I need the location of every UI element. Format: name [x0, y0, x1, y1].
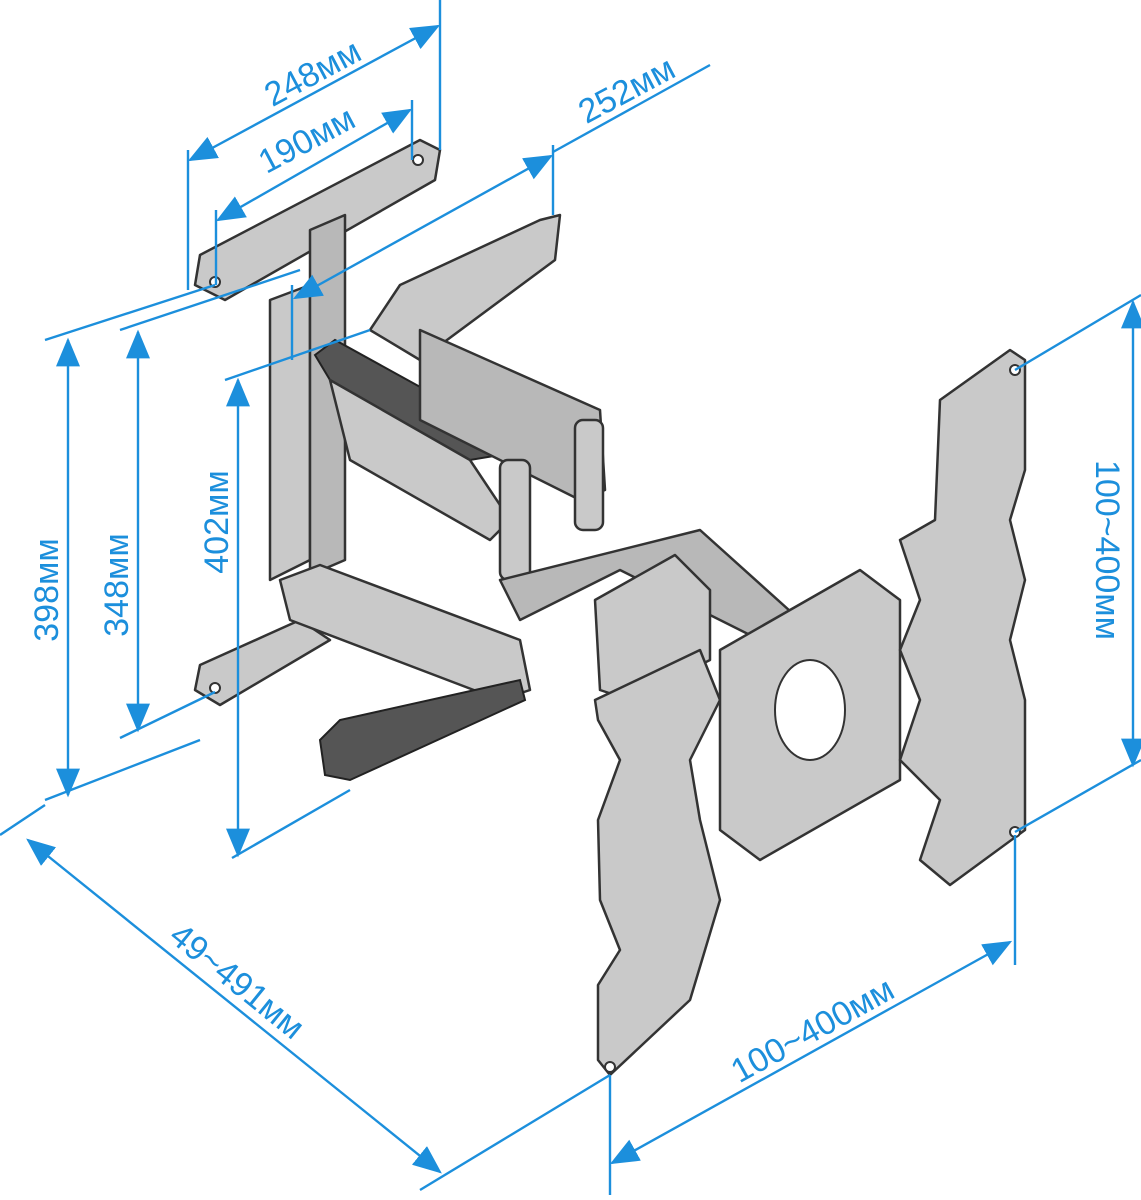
- label-arm-height: 402мм: [198, 470, 236, 573]
- label-vesa-vertical: 100~400мм: [1088, 460, 1126, 640]
- lower-arm: [278, 563, 532, 702]
- label-extension-range: 49~491мм: [162, 916, 311, 1047]
- wall-plate-column: [268, 283, 312, 582]
- label-arm-width: 252мм: [572, 49, 681, 131]
- vesa-bracket-left: [593, 648, 722, 1077]
- label-overall-height: 398мм: [28, 538, 66, 641]
- label-wall-plate-height: 348мм: [98, 533, 136, 636]
- wall-mount-illustration: [193, 138, 1027, 1077]
- label-wall-plate-width: 248мм: [258, 32, 367, 114]
- vesa-bracket-right: [898, 348, 1027, 887]
- label-vesa-horizontal: 100~400мм: [725, 970, 901, 1091]
- upper-arm: [368, 213, 562, 362]
